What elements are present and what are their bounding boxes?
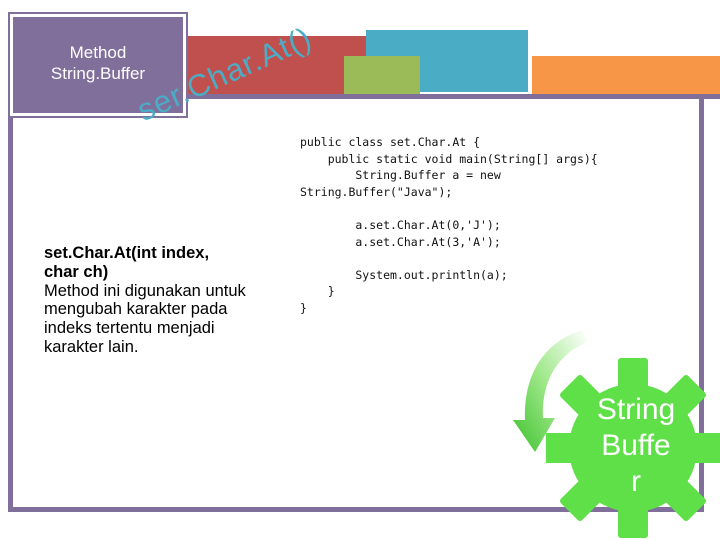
- gear-label-line-1: String: [596, 393, 676, 426]
- title-line-1: Method: [69, 43, 127, 62]
- signature-line-2: char ch): [44, 262, 109, 281]
- frame-top-rule: [188, 94, 720, 99]
- header-color-block-orange: [532, 56, 720, 94]
- slide-title: Method String.Buffer: [10, 42, 186, 84]
- method-signature: set.Char.At(int index, char ch): [44, 244, 259, 282]
- code-sample: public class set.Char.At { public static…: [300, 135, 598, 315]
- method-description: set.Char.At(int index, char ch) Method i…: [44, 244, 259, 357]
- cycle-arrow-icon: [513, 330, 587, 452]
- gear-label: String Buffe r: [588, 392, 684, 500]
- frame-left-rule: [8, 94, 13, 512]
- description-body: Method ini digunakan untuk mengubah kara…: [44, 281, 246, 356]
- gear-label-line-2: Buffe: [601, 429, 671, 462]
- gear-icon: [546, 358, 720, 538]
- title-box: [8, 12, 188, 118]
- header-color-block-red: [188, 36, 366, 94]
- gear-label-line-3: r: [631, 465, 641, 498]
- signature-line-1: set.Char.At(int index,: [44, 244, 210, 262]
- title-line-2: String.Buffer: [50, 64, 146, 83]
- header-color-block-green: [344, 56, 420, 94]
